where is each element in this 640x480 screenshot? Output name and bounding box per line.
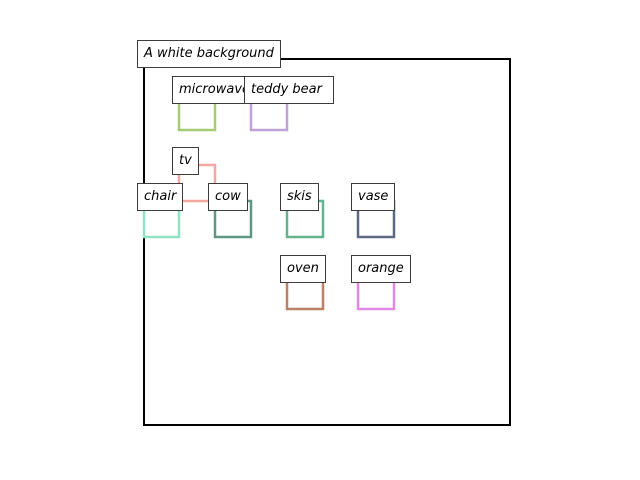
label-cow: cow: [208, 183, 248, 211]
canvas-border: [143, 58, 511, 426]
label-skis: skis: [280, 183, 319, 211]
label-orange: orange: [351, 255, 411, 283]
label-oven: oven: [280, 255, 326, 283]
caption-label: A white background: [137, 40, 281, 68]
label-chair: chair: [137, 183, 184, 211]
label-vase: vase: [351, 183, 396, 211]
label-teddy-bear: teddy bear: [244, 76, 334, 104]
label-microwave: microwave: [172, 76, 258, 104]
label-tv: tv: [172, 147, 199, 175]
